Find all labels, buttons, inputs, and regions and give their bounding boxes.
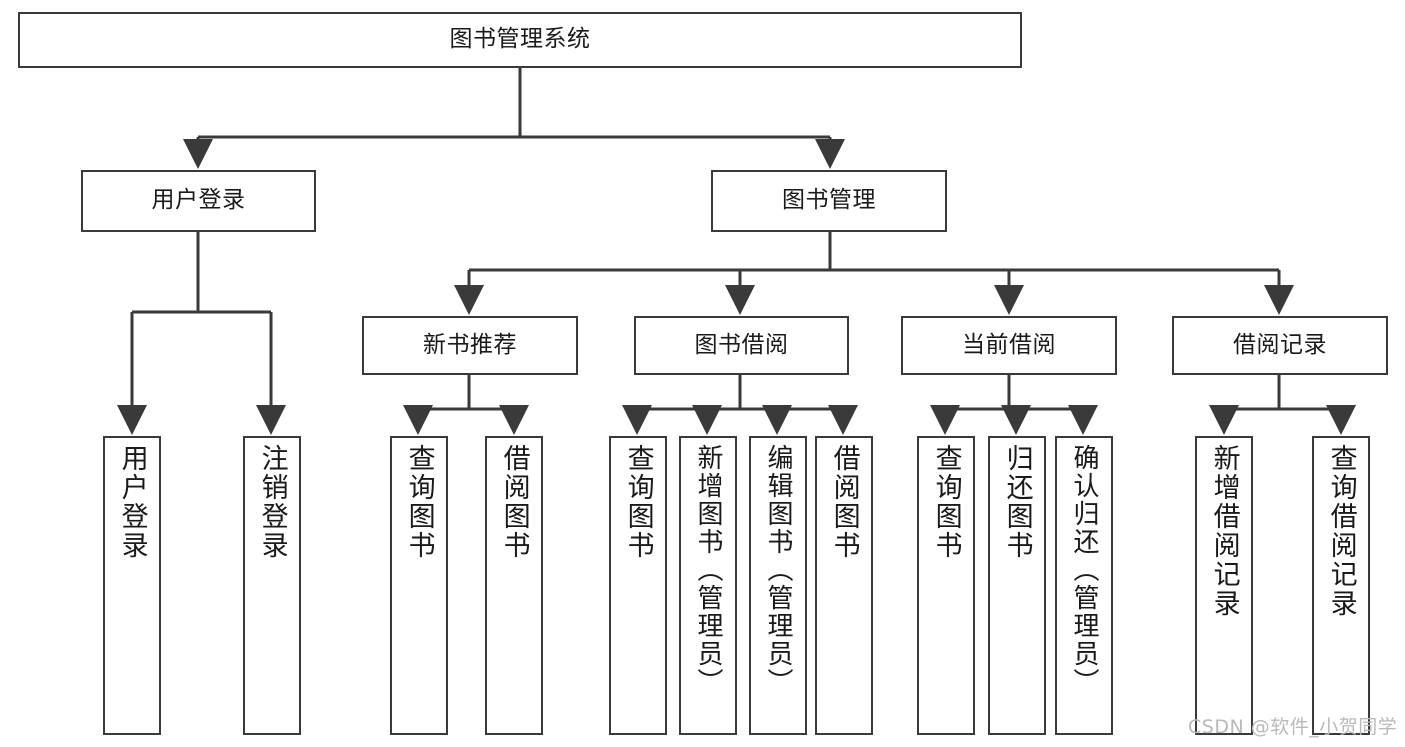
leaf-edit-book-admin[interactable]: 编辑图书（管理员）: [749, 436, 807, 735]
node-label: 借阅图书: [498, 444, 530, 560]
node-label: 借阅记录: [1233, 331, 1327, 358]
leaf-user-login[interactable]: 用户登录: [103, 436, 161, 735]
node-label: 新增图书（管理员）: [693, 444, 724, 696]
node-new-book-recommendation[interactable]: 新书推荐: [362, 316, 578, 375]
node-book-borrowing[interactable]: 图书借阅: [634, 316, 849, 375]
node-label: 图书管理系统: [449, 26, 591, 53]
node-borrowing-record[interactable]: 借阅记录: [1172, 316, 1388, 375]
leaf-query-books-current[interactable]: 查询图书: [917, 436, 975, 735]
node-label: 查询图书: [403, 444, 435, 560]
node-current-borrowing[interactable]: 当前借阅: [901, 316, 1117, 375]
leaf-borrow-books-borrowing[interactable]: 借阅图书: [815, 436, 873, 735]
leaf-query-borrowing-record[interactable]: 查询借阅记录: [1312, 436, 1370, 735]
node-label: 借阅图书: [828, 444, 860, 560]
node-label: 查询图书: [930, 444, 962, 560]
leaf-confirm-return-admin[interactable]: 确认归还（管理员）: [1055, 436, 1113, 735]
watermark: CSDN @软件_小贺同学: [1188, 716, 1398, 738]
node-label: 当前借阅: [962, 331, 1056, 358]
node-label: 确认归还（管理员）: [1069, 444, 1100, 696]
leaf-logout[interactable]: 注销登录: [243, 436, 301, 735]
node-label: 图书借阅: [694, 331, 789, 358]
leaf-query-books-new-book[interactable]: 查询图书: [390, 436, 448, 735]
node-user-login[interactable]: 用户登录: [81, 170, 316, 232]
node-label: 编辑图书（管理员）: [763, 444, 794, 696]
leaf-return-books[interactable]: 归还图书: [988, 436, 1046, 735]
node-label: 用户登录: [116, 444, 148, 560]
node-label: 注销登录: [256, 444, 288, 560]
node-label: 图书管理: [782, 187, 876, 214]
node-book-management[interactable]: 图书管理: [711, 170, 947, 232]
leaf-add-borrowing-record[interactable]: 新增借阅记录: [1195, 436, 1253, 735]
node-label: 新增借阅记录: [1208, 444, 1240, 618]
leaf-borrow-books-new-book[interactable]: 借阅图书: [485, 436, 543, 735]
node-root-book-management-system[interactable]: 图书管理系统: [18, 12, 1022, 68]
node-label: 查询借阅记录: [1325, 444, 1357, 618]
node-label: 查询图书: [622, 444, 654, 560]
leaf-add-book-admin[interactable]: 新增图书（管理员）: [679, 436, 737, 735]
node-label: 用户登录: [151, 187, 246, 214]
node-label: 新书推荐: [423, 331, 517, 358]
node-label: 归还图书: [1001, 444, 1033, 560]
leaf-query-books-borrowing[interactable]: 查询图书: [609, 436, 667, 735]
